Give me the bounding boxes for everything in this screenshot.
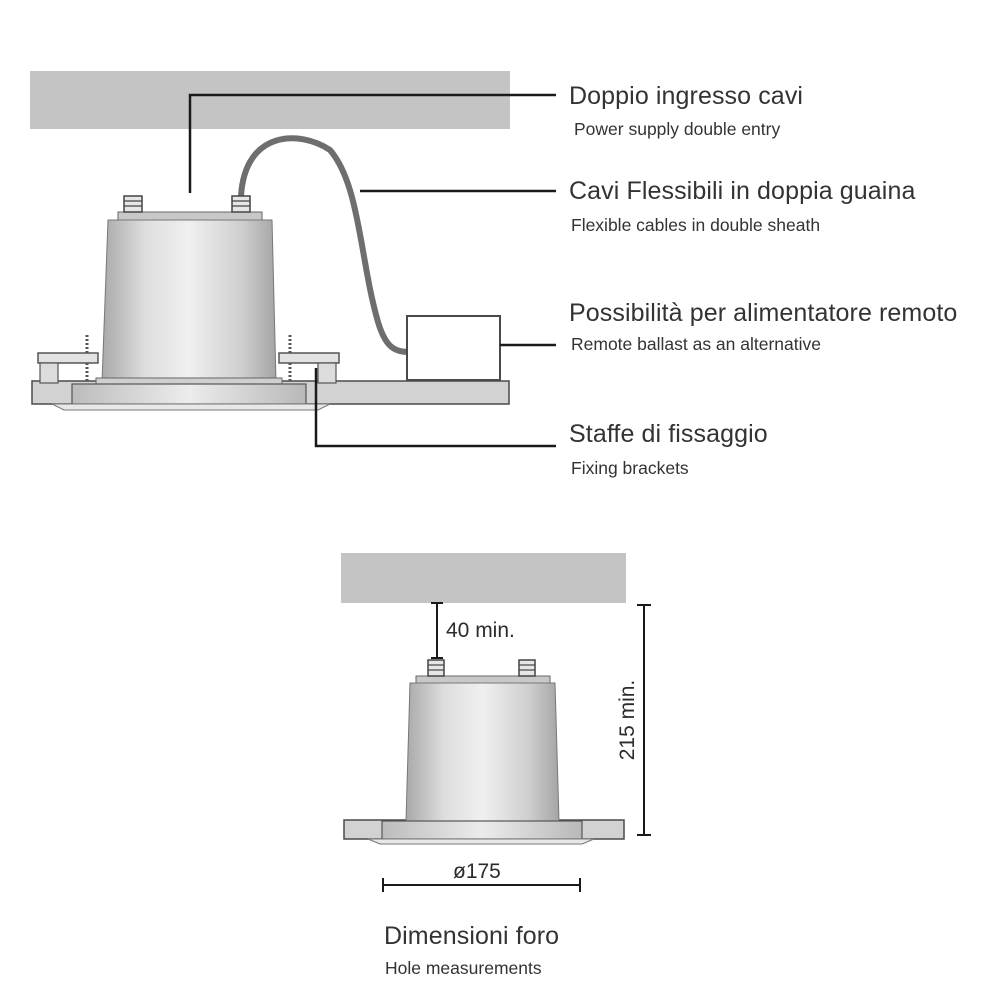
diameter-dimension-label: ø175: [453, 860, 501, 883]
leader-line-fixing-brackets: [314, 368, 556, 448]
hole-dimensions-view: [341, 553, 651, 892]
callout-fixing-brackets-en: Fixing brackets: [571, 458, 689, 478]
fixing-bracket-left: [37, 335, 99, 384]
hole-dimensions-title-en: Hole measurements: [385, 958, 542, 978]
leader-line-double-entry: [188, 93, 556, 193]
cable-gland-left: [123, 195, 143, 213]
cable-gland-bottom-left: [427, 659, 445, 677]
callout-double-entry-it: Doppio ingresso cavi: [569, 82, 804, 110]
clearance-dimension-label: 40 min.: [446, 619, 515, 642]
clearance-dimension-line: [431, 602, 443, 659]
ceiling-slab-top: [30, 71, 510, 129]
remote-ballast-box: [406, 315, 501, 381]
cable-gland-bottom-right: [518, 659, 536, 677]
top-installation-view: [30, 71, 556, 448]
callout-double-entry-en: Power supply double entry: [574, 119, 781, 139]
height-dimension-label: 215 min.: [616, 679, 639, 761]
luminaire-body-top: [51, 211, 331, 411]
ceiling-slab-bottom: [341, 553, 626, 603]
callout-remote-ballast-it: Possibilità per alimentatore remoto: [569, 299, 958, 327]
callout-fixing-brackets-it: Staffe di fissaggio: [569, 420, 768, 448]
diameter-dimension-line: [382, 878, 581, 892]
callout-remote-ballast-en: Remote ballast as an alternative: [571, 334, 821, 354]
flexible-cable: [238, 135, 411, 355]
height-dimension-line: [637, 604, 651, 836]
callout-flexible-cables-en: Flexible cables in double sheath: [571, 215, 821, 235]
callout-flexible-cables-it: Cavi Flessibili in doppia guaina: [569, 177, 916, 205]
hole-dimensions-title-it: Dimensioni foro: [384, 922, 560, 950]
cable-gland-right: [231, 195, 251, 213]
fixing-bracket-right: [278, 335, 340, 384]
luminaire-body-bottom: [367, 675, 595, 845]
